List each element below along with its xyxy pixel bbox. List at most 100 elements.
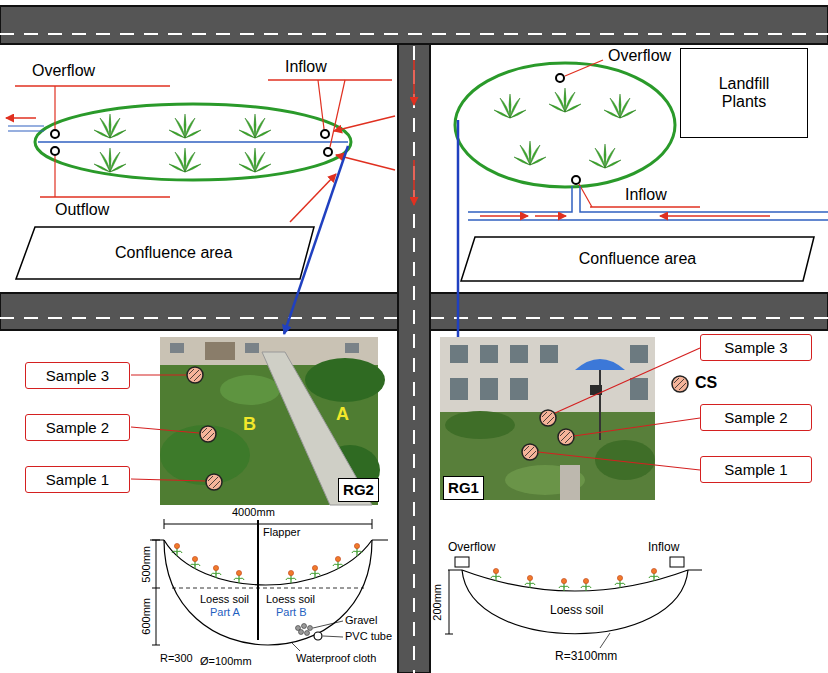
photo-rg2: [305, 358, 385, 402]
gravel: [305, 631, 310, 636]
cross-section-rg2: [190, 556, 200, 569]
road: [0, 33, 828, 35]
gravel: [302, 624, 307, 629]
cross-section-rg2: [156, 540, 157, 645]
rain-garden-plan-rg1: [589, 144, 621, 168]
photo-rg1: [555, 348, 700, 413]
cross-section-rg1: [670, 557, 684, 567]
rain-garden-plan-rg1: [480, 215, 528, 217]
photo-rg1: [440, 337, 700, 500]
cross-section-rg2: [257, 520, 259, 640]
soil-label: Loess soil: [266, 593, 315, 606]
rain-garden-plan-rg2: [268, 79, 392, 81]
rain-garden-plan-rg2: [15, 85, 170, 87]
soil-label: Loess soil: [200, 593, 249, 606]
cross-section-rg2: [164, 540, 372, 645]
cross-section-rg2: [164, 524, 372, 525]
rain-garden-plan-rg2: [40, 196, 170, 198]
part-letter: A: [336, 404, 349, 425]
node-text: Confluence area: [579, 250, 696, 268]
cross-section-rg1: [525, 575, 535, 588]
flow-label: Overflow: [32, 62, 95, 80]
cross-section-rg2: [352, 543, 362, 556]
photo-rg2: [220, 375, 280, 405]
dimension: 500mm: [140, 546, 153, 583]
cross-section-rg2: [310, 565, 320, 578]
rain-garden-plan-rg1: [514, 141, 546, 165]
cross-section-rg2: [152, 645, 160, 646]
photo-rg1: [445, 411, 515, 439]
road: [0, 293, 398, 330]
node-text: Sample 1: [46, 471, 109, 488]
confluence-area: Confluence area: [15, 226, 315, 280]
photo-rg1: [540, 345, 558, 363]
photo-rg1: [595, 440, 655, 480]
cross-section-rg2: [372, 540, 388, 541]
node-text: Sample 2: [724, 409, 787, 426]
rain-garden-plan-rg1: [494, 94, 526, 118]
cross-section-rg1: [649, 568, 659, 581]
flow-label: Outflow: [55, 201, 109, 219]
photo-rg1: [590, 385, 602, 395]
photo-rg1: [440, 337, 655, 500]
photo-rg1: [672, 376, 688, 392]
cross-section-rg1: [491, 568, 501, 581]
photo-rg1: [440, 337, 655, 412]
rain-garden-plan-rg2: [318, 80, 324, 129]
site-label: CS: [695, 374, 717, 392]
confluence-area: Confluence area: [460, 236, 815, 282]
dimension: Ø=100mm: [200, 655, 252, 668]
photo-rg1: [599, 370, 601, 440]
road: [413, 160, 415, 205]
photo-rg1: [538, 452, 700, 470]
garden-id-box: RG2: [338, 478, 379, 502]
rain-garden-plan-rg2: [6, 117, 36, 119]
rain-garden-plan-rg2: [54, 156, 55, 197]
cross-section-rg1: [455, 557, 469, 567]
photo-rg1: [540, 410, 556, 426]
photo-rg2: [245, 343, 259, 353]
part-name: Flapper: [263, 526, 300, 539]
photo-rg1: [480, 345, 498, 363]
dimension: R=300: [160, 652, 193, 665]
sample-callout: Sample 2: [700, 404, 812, 431]
cross-section-rg2: [323, 636, 343, 637]
rain-garden-plan-rg2: [8, 130, 44, 131]
photo-rg2: [131, 374, 186, 375]
cross-section-rg2: [150, 540, 164, 541]
cross-section-rg1: [688, 570, 702, 571]
rain-garden-plan-rg2: [8, 125, 44, 126]
cross-section-rg2: [172, 543, 182, 556]
road: [413, 46, 415, 673]
part-name: Waterproof cloth: [296, 652, 376, 665]
photo-rg2: [160, 425, 250, 485]
cross-section-rg2: [372, 519, 373, 529]
cross-section-rg1: [445, 557, 702, 648]
flow-label: Inflow: [285, 58, 327, 76]
photo-rg1: [510, 345, 528, 363]
gravel: [299, 630, 304, 635]
node-text: Sample 3: [46, 367, 109, 384]
cross-section-rg1: [559, 578, 569, 591]
cross-section-rg2: [172, 588, 364, 589]
rain-garden-plan-rg2: [6, 80, 395, 334]
cross-section-rg2: [211, 565, 221, 578]
soil-label: Loess soil: [550, 604, 603, 618]
cross-section-rg1: [615, 575, 625, 588]
photo-rg1: [574, 418, 700, 436]
photo-rg2: [170, 343, 184, 353]
cross-section-rg2: [152, 540, 160, 541]
photo-rg2: [200, 426, 216, 442]
rain-garden-plan-rg2: [51, 147, 59, 155]
cross-section-rg1: [600, 633, 610, 648]
gravel: [296, 624, 313, 636]
road: [413, 60, 415, 105]
rain-garden-plan-rg2: [239, 114, 271, 138]
rain-garden-plan-rg2: [321, 130, 329, 138]
flow-label: Overflow: [448, 541, 495, 555]
photo-rg2: [131, 427, 199, 433]
cross-section-rg2: [313, 621, 343, 628]
cross-section-rg2: [164, 519, 165, 529]
photo-rg1: [630, 378, 648, 400]
